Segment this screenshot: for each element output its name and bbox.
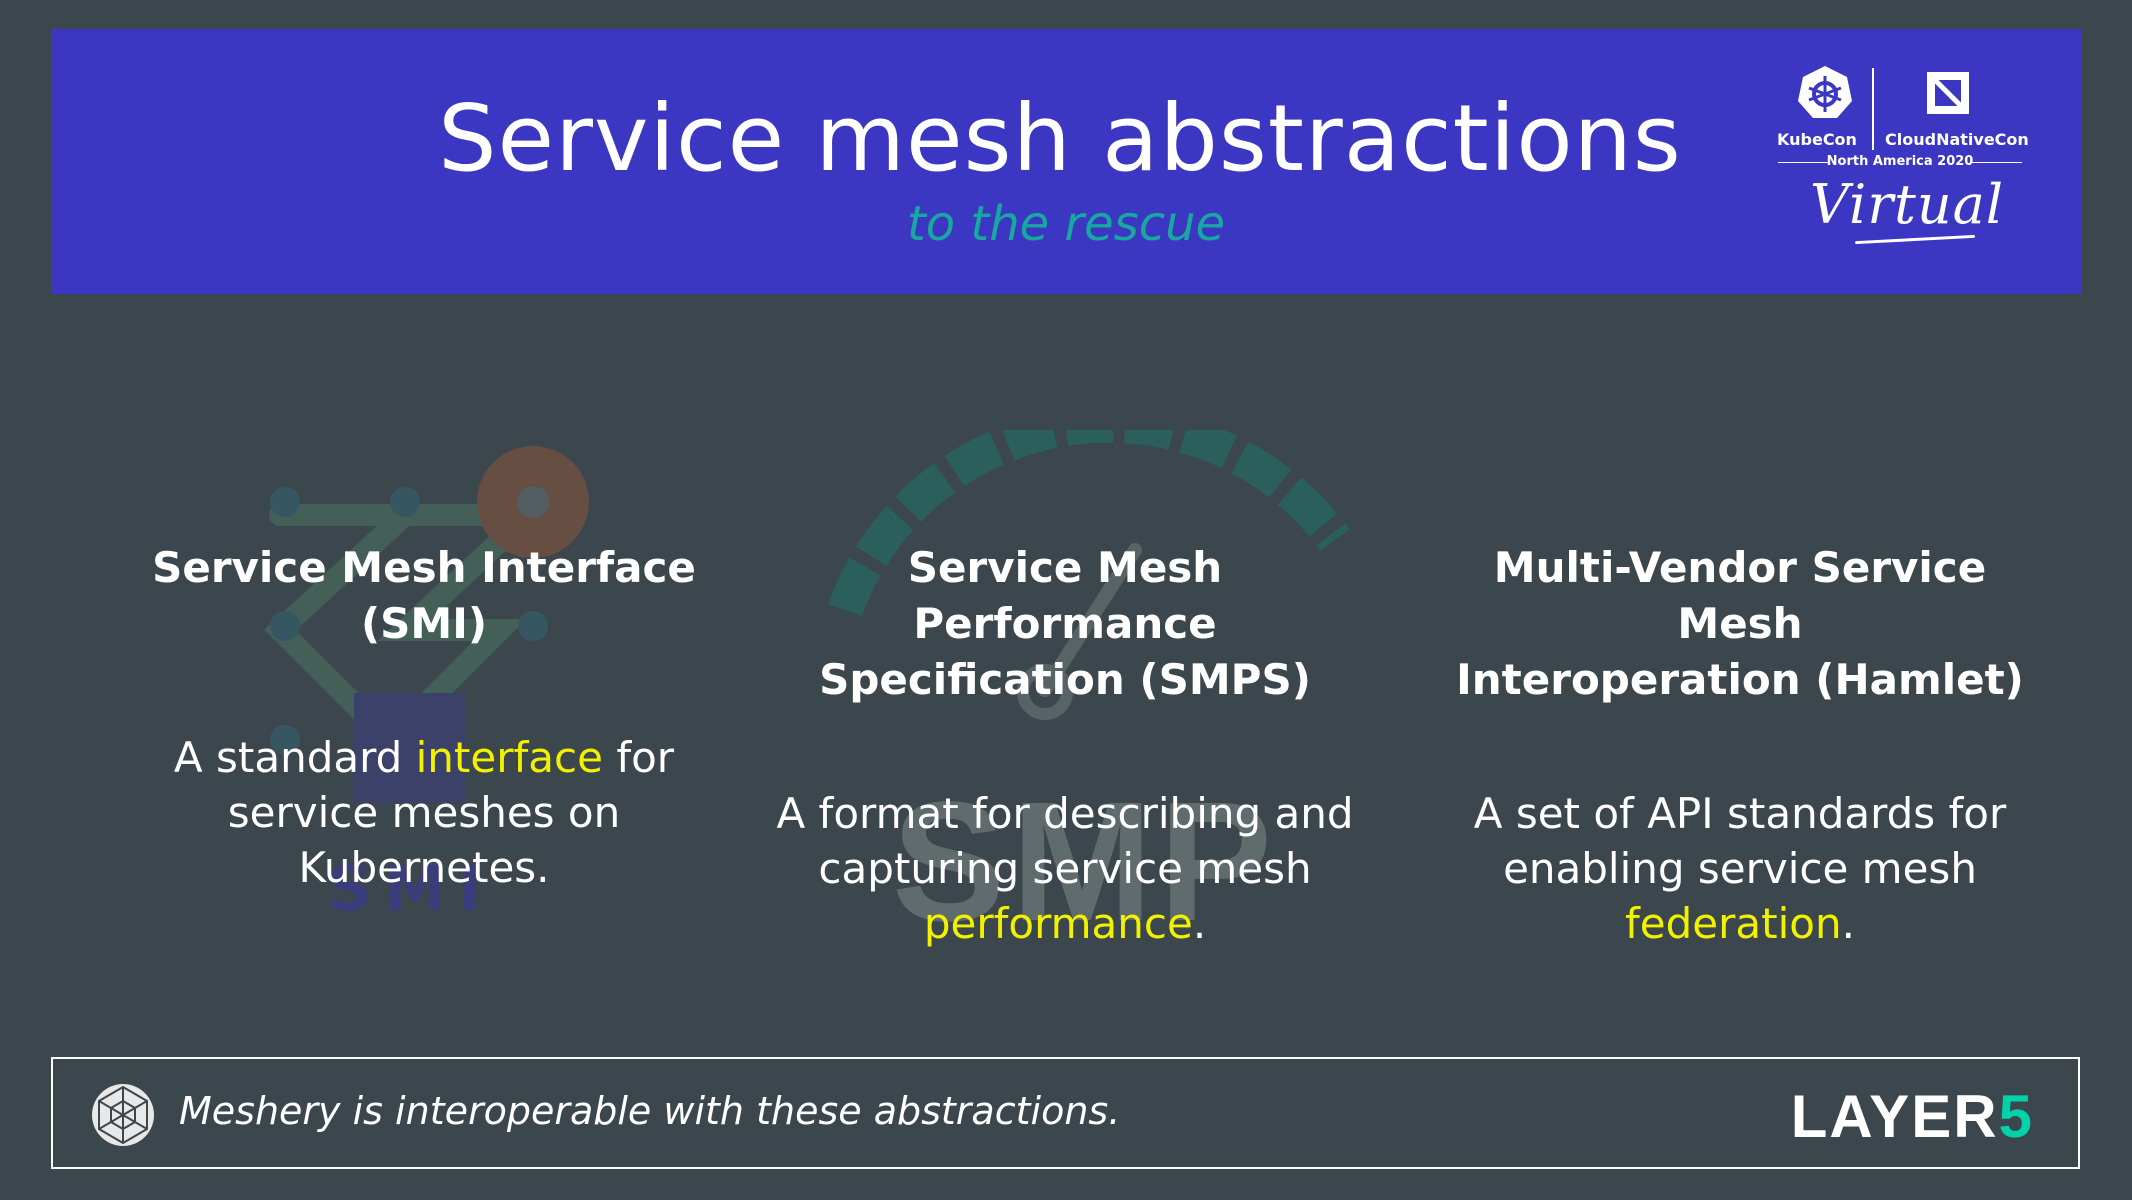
logo-divider	[1872, 68, 1874, 150]
description-text: .	[1192, 899, 1207, 948]
column-description: A standard interface for service meshes …	[124, 730, 724, 895]
title-banner	[51, 29, 2082, 294]
column-hamlet: Multi-Vendor Service Mesh Interoperation…	[1440, 540, 2040, 951]
highlighted-term: performance	[923, 899, 1193, 948]
slide-title: Service mesh abstractions	[438, 85, 1682, 192]
highlighted-term: federation	[1625, 899, 1842, 948]
kubernetes-helm-icon	[1798, 66, 1852, 118]
event-mode-label: Virtual	[1810, 173, 2005, 236]
column-description: A set of API standards for enabling serv…	[1440, 786, 2040, 951]
column-title-line1: Multi-Vendor Service Mesh	[1493, 543, 1987, 648]
cncf-icon	[1927, 72, 1969, 114]
column-smps: Service Mesh Performance Specification (…	[765, 540, 1365, 951]
description-text: for service meshes on Kubernetes.	[227, 733, 675, 892]
column-title-line2: Specification (SMPS)	[819, 655, 1311, 704]
column-title: Service Mesh Performance Specification (…	[765, 540, 1365, 708]
layer5-logo: LAYER5	[1791, 1087, 2034, 1147]
column-title-line1: Service Mesh Performance	[907, 543, 1223, 648]
description-text: A standard	[173, 733, 416, 782]
description-text: A set of API standards for enabling serv…	[1473, 789, 2007, 893]
cloudnativecon-label: CloudNativeCon	[1885, 130, 2029, 149]
column-title: Multi-Vendor Service Mesh Interoperation…	[1440, 540, 2040, 708]
column-description: A format for describing and capturing se…	[765, 786, 1365, 951]
layer5-wordmark: LAYER	[1790, 1083, 1999, 1150]
footer-callout: Meshery is interoperable with these abst…	[51, 1057, 2080, 1169]
highlighted-term: interface	[415, 733, 603, 782]
description-text: A format for describing and capturing se…	[776, 789, 1354, 893]
column-title: Service Mesh Interface (SMI)	[124, 540, 724, 652]
virtual-underline	[1855, 234, 1975, 245]
event-region-label: North America 2020	[1775, 154, 2025, 169]
description-text: .	[1841, 899, 1855, 948]
footer-text: Meshery is interoperable with these abst…	[179, 1089, 1121, 1133]
layer5-digit: 5	[1998, 1083, 2034, 1150]
column-title-line2: Interoperation (Hamlet)	[1456, 655, 2024, 704]
slide-subtitle: to the rescue	[906, 196, 1226, 252]
column-title-line1: Service Mesh Interface	[152, 543, 696, 592]
kubecon-label: KubeCon	[1777, 130, 1857, 149]
column-title-line2: (SMI)	[360, 599, 488, 648]
column-smi: Service Mesh Interface (SMI) A standard …	[124, 540, 724, 895]
meshery-icon	[92, 1084, 154, 1146]
kubecon-logo: KubeCon CloudNativeCon North America 202…	[1775, 60, 2035, 260]
